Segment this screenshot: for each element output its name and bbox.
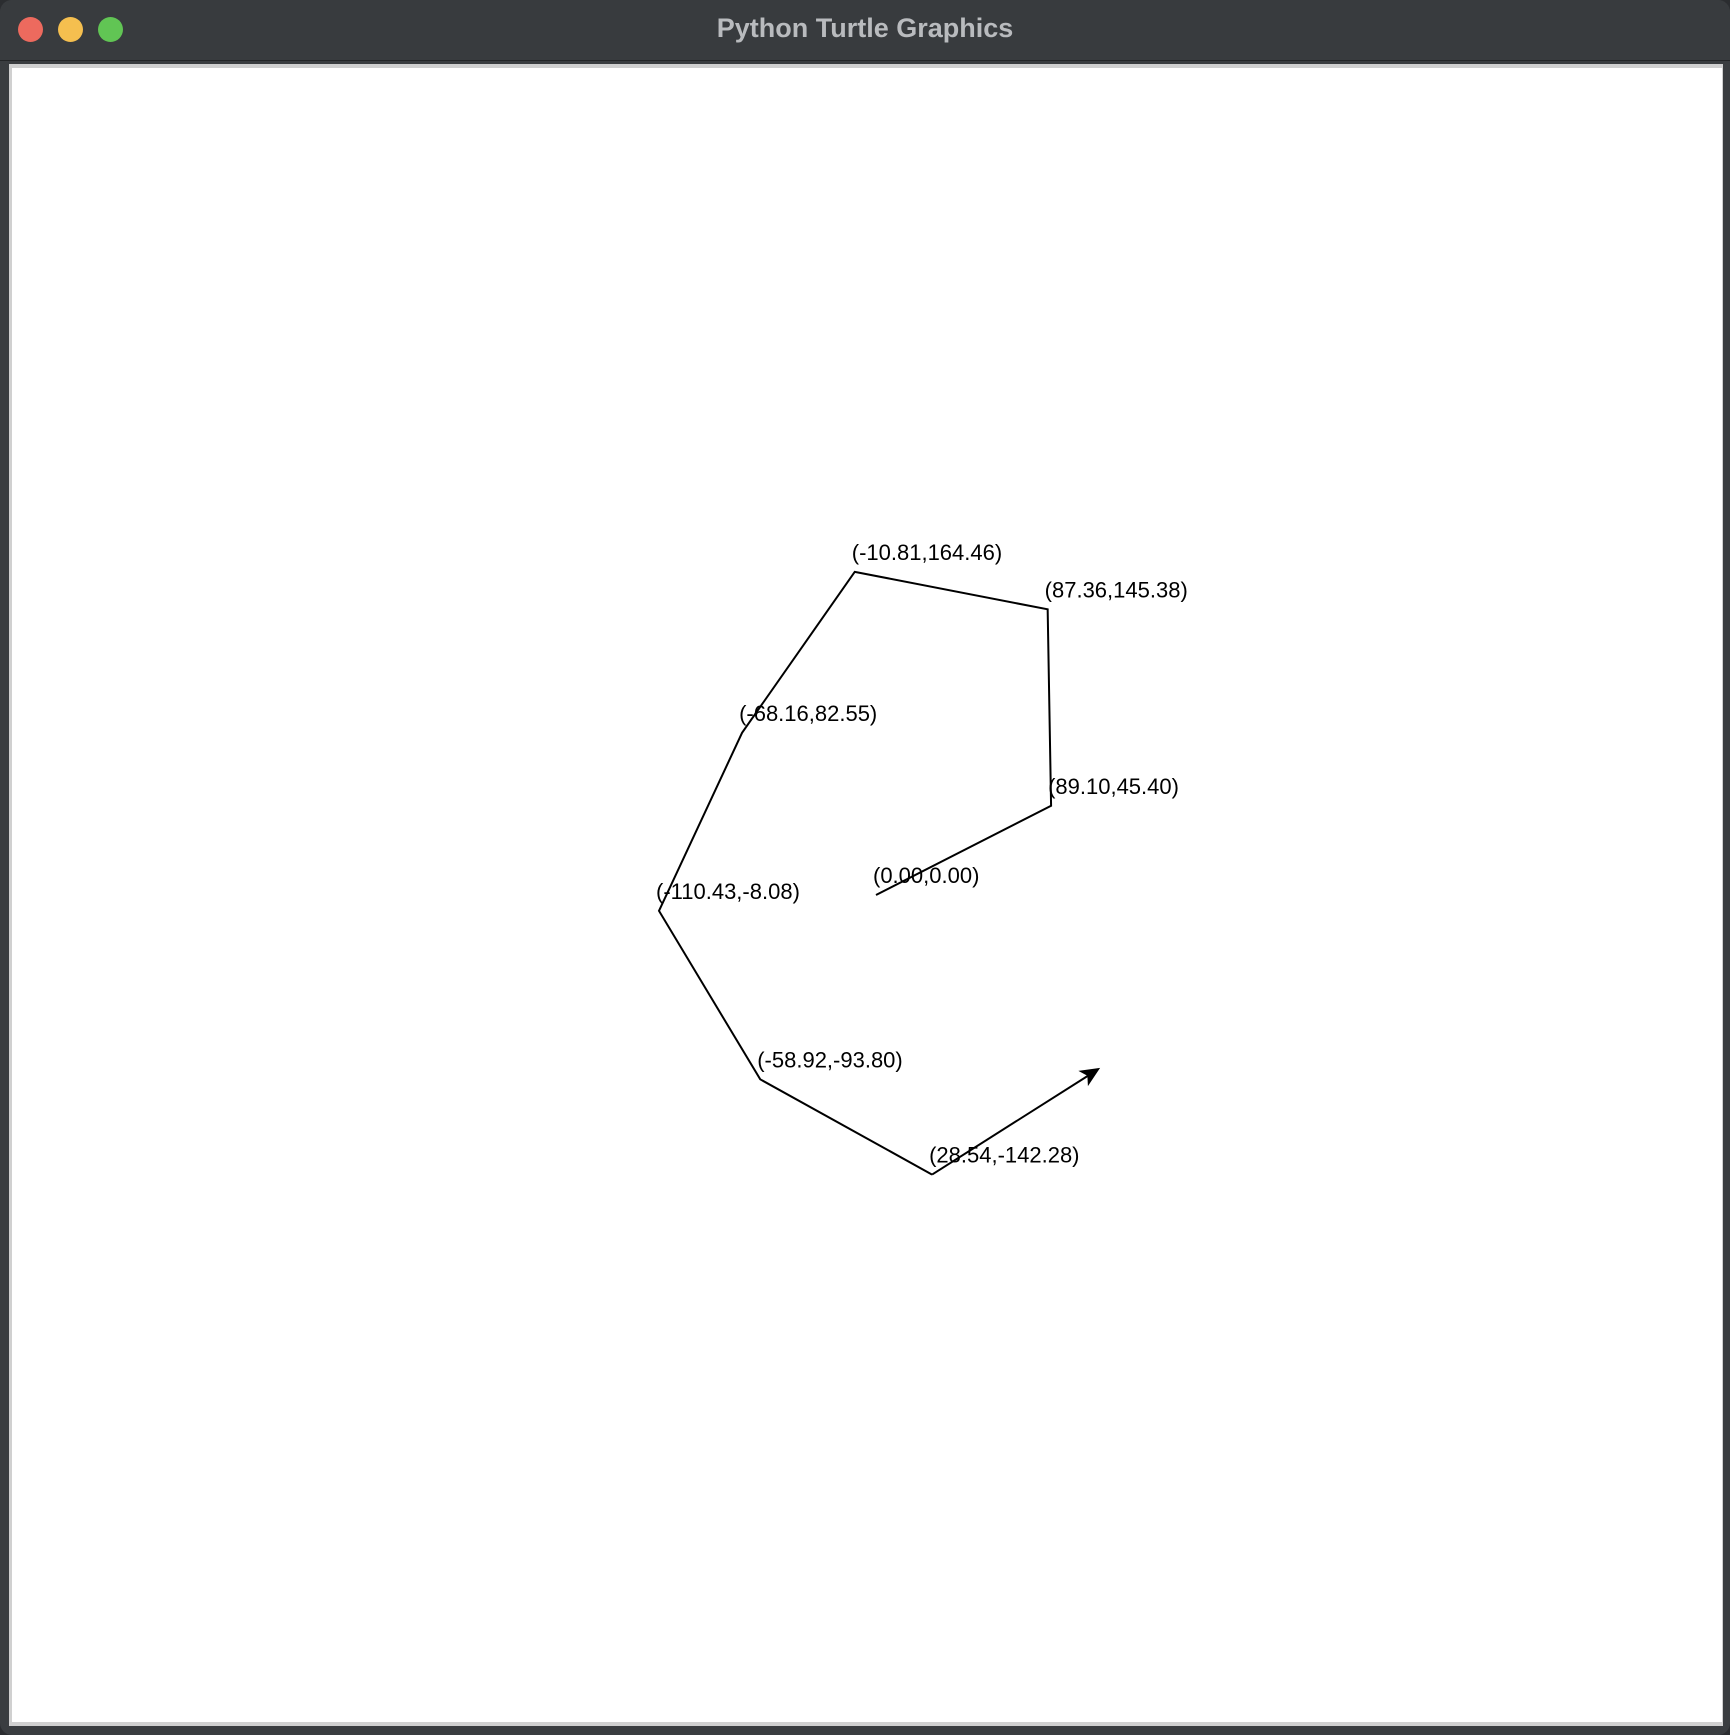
coordinate-label: (-58.92,-93.80) <box>757 1047 903 1072</box>
minimize-button[interactable] <box>58 17 83 42</box>
turtle-path <box>657 570 1053 1176</box>
coordinate-label: (0.00,0.00) <box>873 863 979 888</box>
coordinate-label: (-10.81,164.46) <box>852 540 1002 565</box>
coordinate-label: (-110.43,-8.08) <box>656 879 800 904</box>
turtle-path-final-segment <box>931 1071 1095 1176</box>
zoom-button[interactable] <box>98 17 123 42</box>
coordinate-label: (87.36,145.38) <box>1045 577 1188 602</box>
turtle-arrow-icon <box>1078 1067 1101 1087</box>
window-title: Python Turtle Graphics <box>716 13 1014 43</box>
turtle-drawing: (0.00,0.00) (89.10,45.40) (87.36,145.38) (-… <box>656 540 1188 1176</box>
close-button[interactable] <box>18 17 43 42</box>
turtle-canvas[interactable]: (0.00,0.00) (89.10,45.40) (87.36,145.38) (-… <box>12 68 1722 1722</box>
coordinate-label: (28.54,-142.28) <box>929 1143 1079 1168</box>
coordinate-label: (-68.16,82.55) <box>739 701 877 726</box>
coordinate-label: (89.10,45.40) <box>1048 774 1179 799</box>
title-bar[interactable]: Python Turtle Graphics <box>0 0 1730 61</box>
